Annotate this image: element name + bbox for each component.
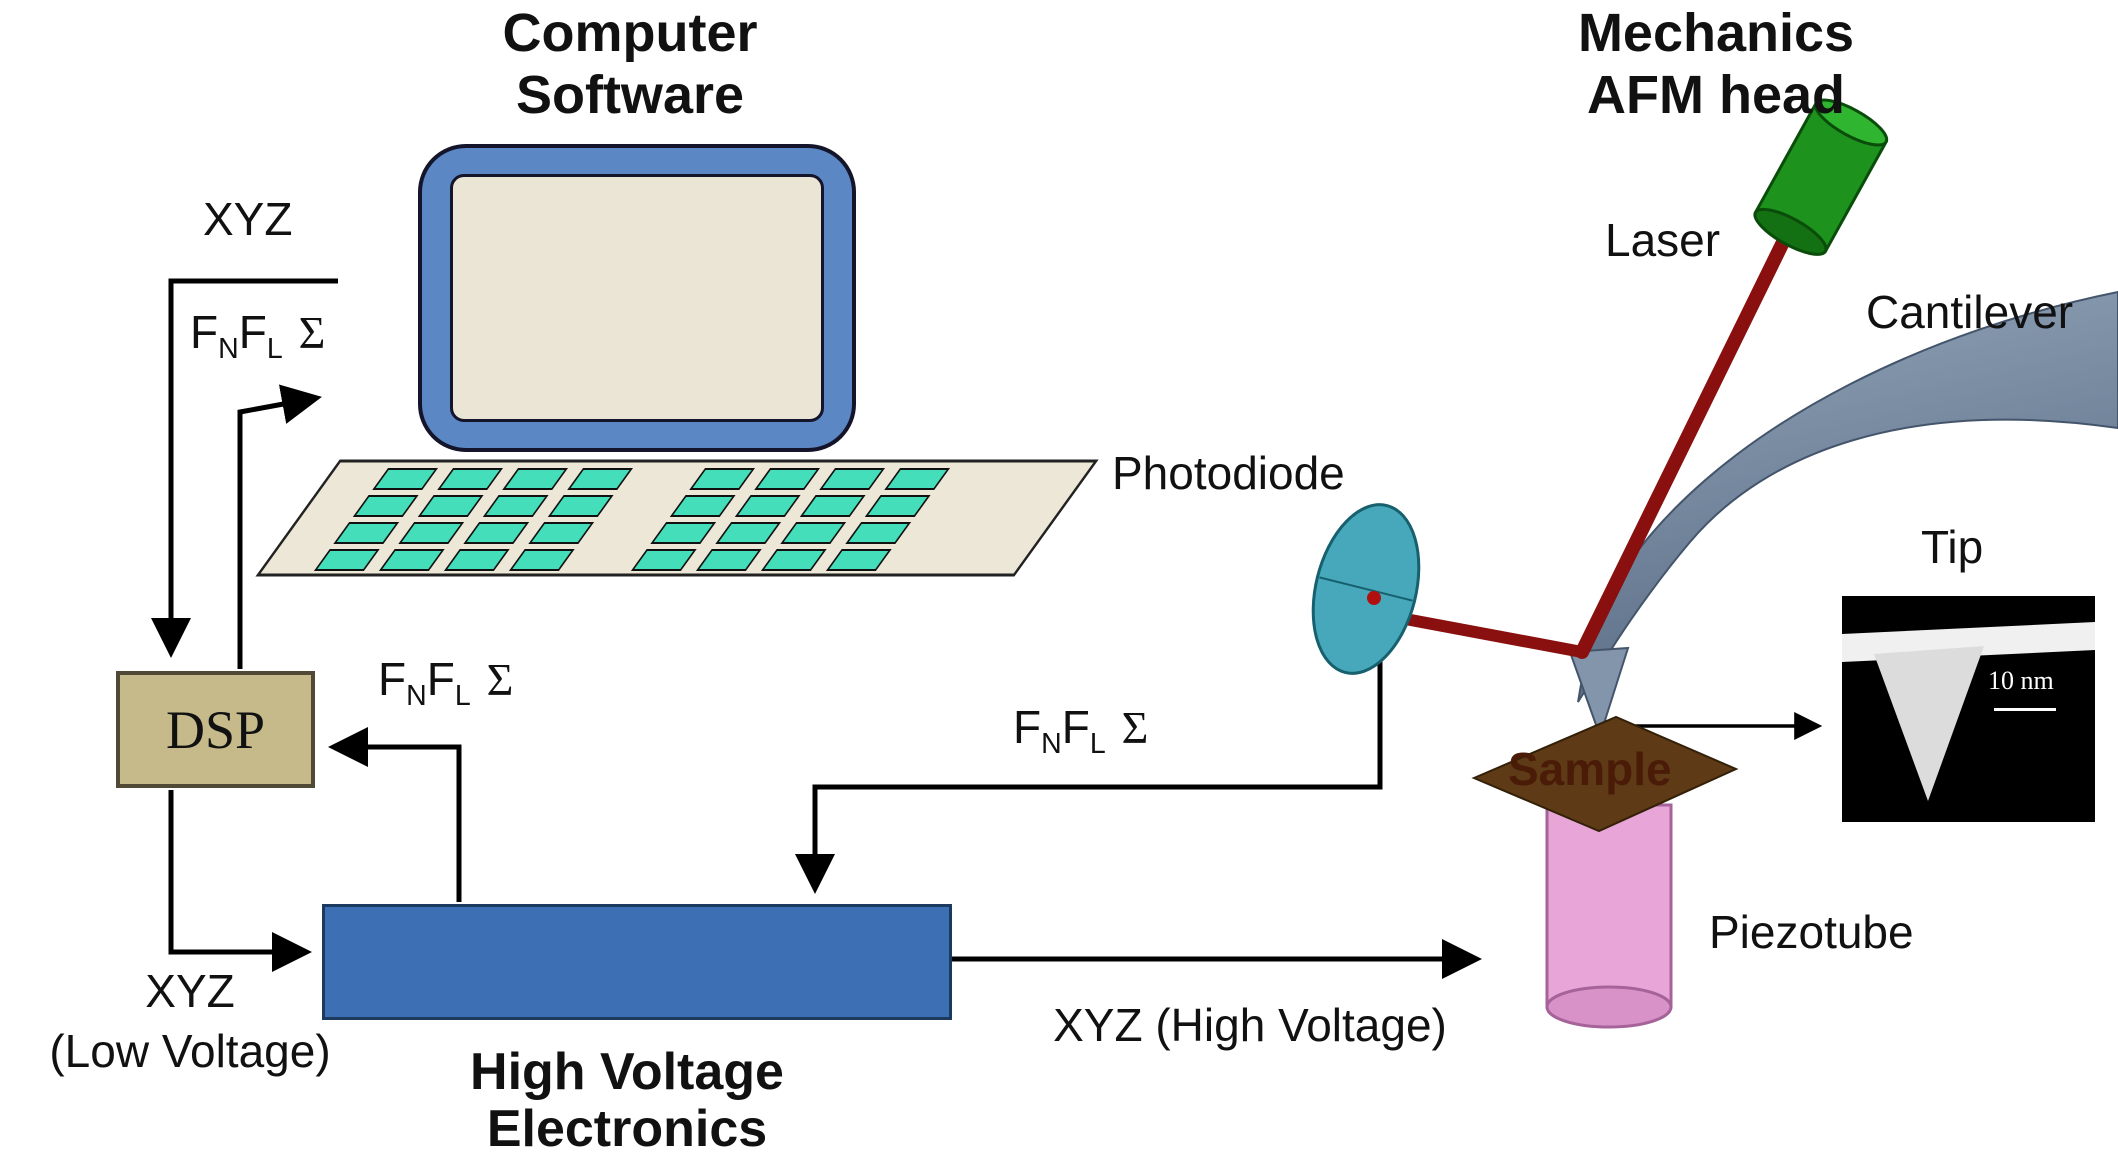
label-piezotube: Piezotube	[1709, 906, 1914, 958]
photodiode-shape	[1311, 503, 1421, 675]
signal-label-xyz-low-voltage: XYZ (Low Voltage)	[49, 965, 331, 1077]
arrow-photodiode-to-hv	[795, 660, 1383, 894]
sample-shape	[1471, 715, 1739, 833]
computer-monitor	[418, 144, 856, 452]
arrow-dsp-to-hv	[168, 790, 312, 972]
laser-beam	[1394, 221, 1797, 659]
scale-bar	[1994, 708, 2056, 711]
label-laser: Laser	[1605, 214, 1721, 266]
laser-spot	[1367, 591, 1381, 605]
label-cantilever: Cantilever	[1866, 286, 2074, 338]
tip-sem-inset: 10 nm	[1842, 596, 2095, 822]
keyboard-keys	[313, 468, 951, 571]
scale-bar-label: 10 nm	[1988, 666, 2054, 695]
label-sample: Sample	[1508, 743, 1672, 795]
laser-shape	[1753, 98, 1889, 256]
cantilever-shape	[1577, 290, 2118, 703]
label-tip: Tip	[1921, 521, 1984, 573]
high-voltage-electronics-box	[322, 904, 952, 1020]
piezotube-shape	[1545, 803, 1673, 1029]
title-mechanics-afm-head: Mechanics AFM head	[1577, 3, 1855, 126]
signal-label-xyz: XYZ	[203, 193, 293, 245]
dsp-box: DSP	[116, 671, 315, 788]
tip-sem-image	[1842, 622, 2095, 801]
arrow-xyz-to-dsp	[151, 278, 338, 658]
label-photodiode: Photodiode	[1112, 447, 1345, 499]
dsp-label: DSP	[165, 699, 266, 760]
title-high-voltage-electronics: High Voltage Electronics	[470, 1043, 784, 1156]
arrow-dsp-to-computer	[237, 384, 322, 669]
title-computer-software: Computer Software	[502, 3, 758, 126]
tip-shape	[1568, 646, 1630, 740]
computer-keyboard	[255, 459, 1099, 577]
computer-screen	[450, 174, 824, 422]
arrow-hv-to-dsp	[328, 727, 462, 902]
signal-label-xyz-high-voltage: XYZ (High Voltage)	[1053, 999, 1447, 1051]
